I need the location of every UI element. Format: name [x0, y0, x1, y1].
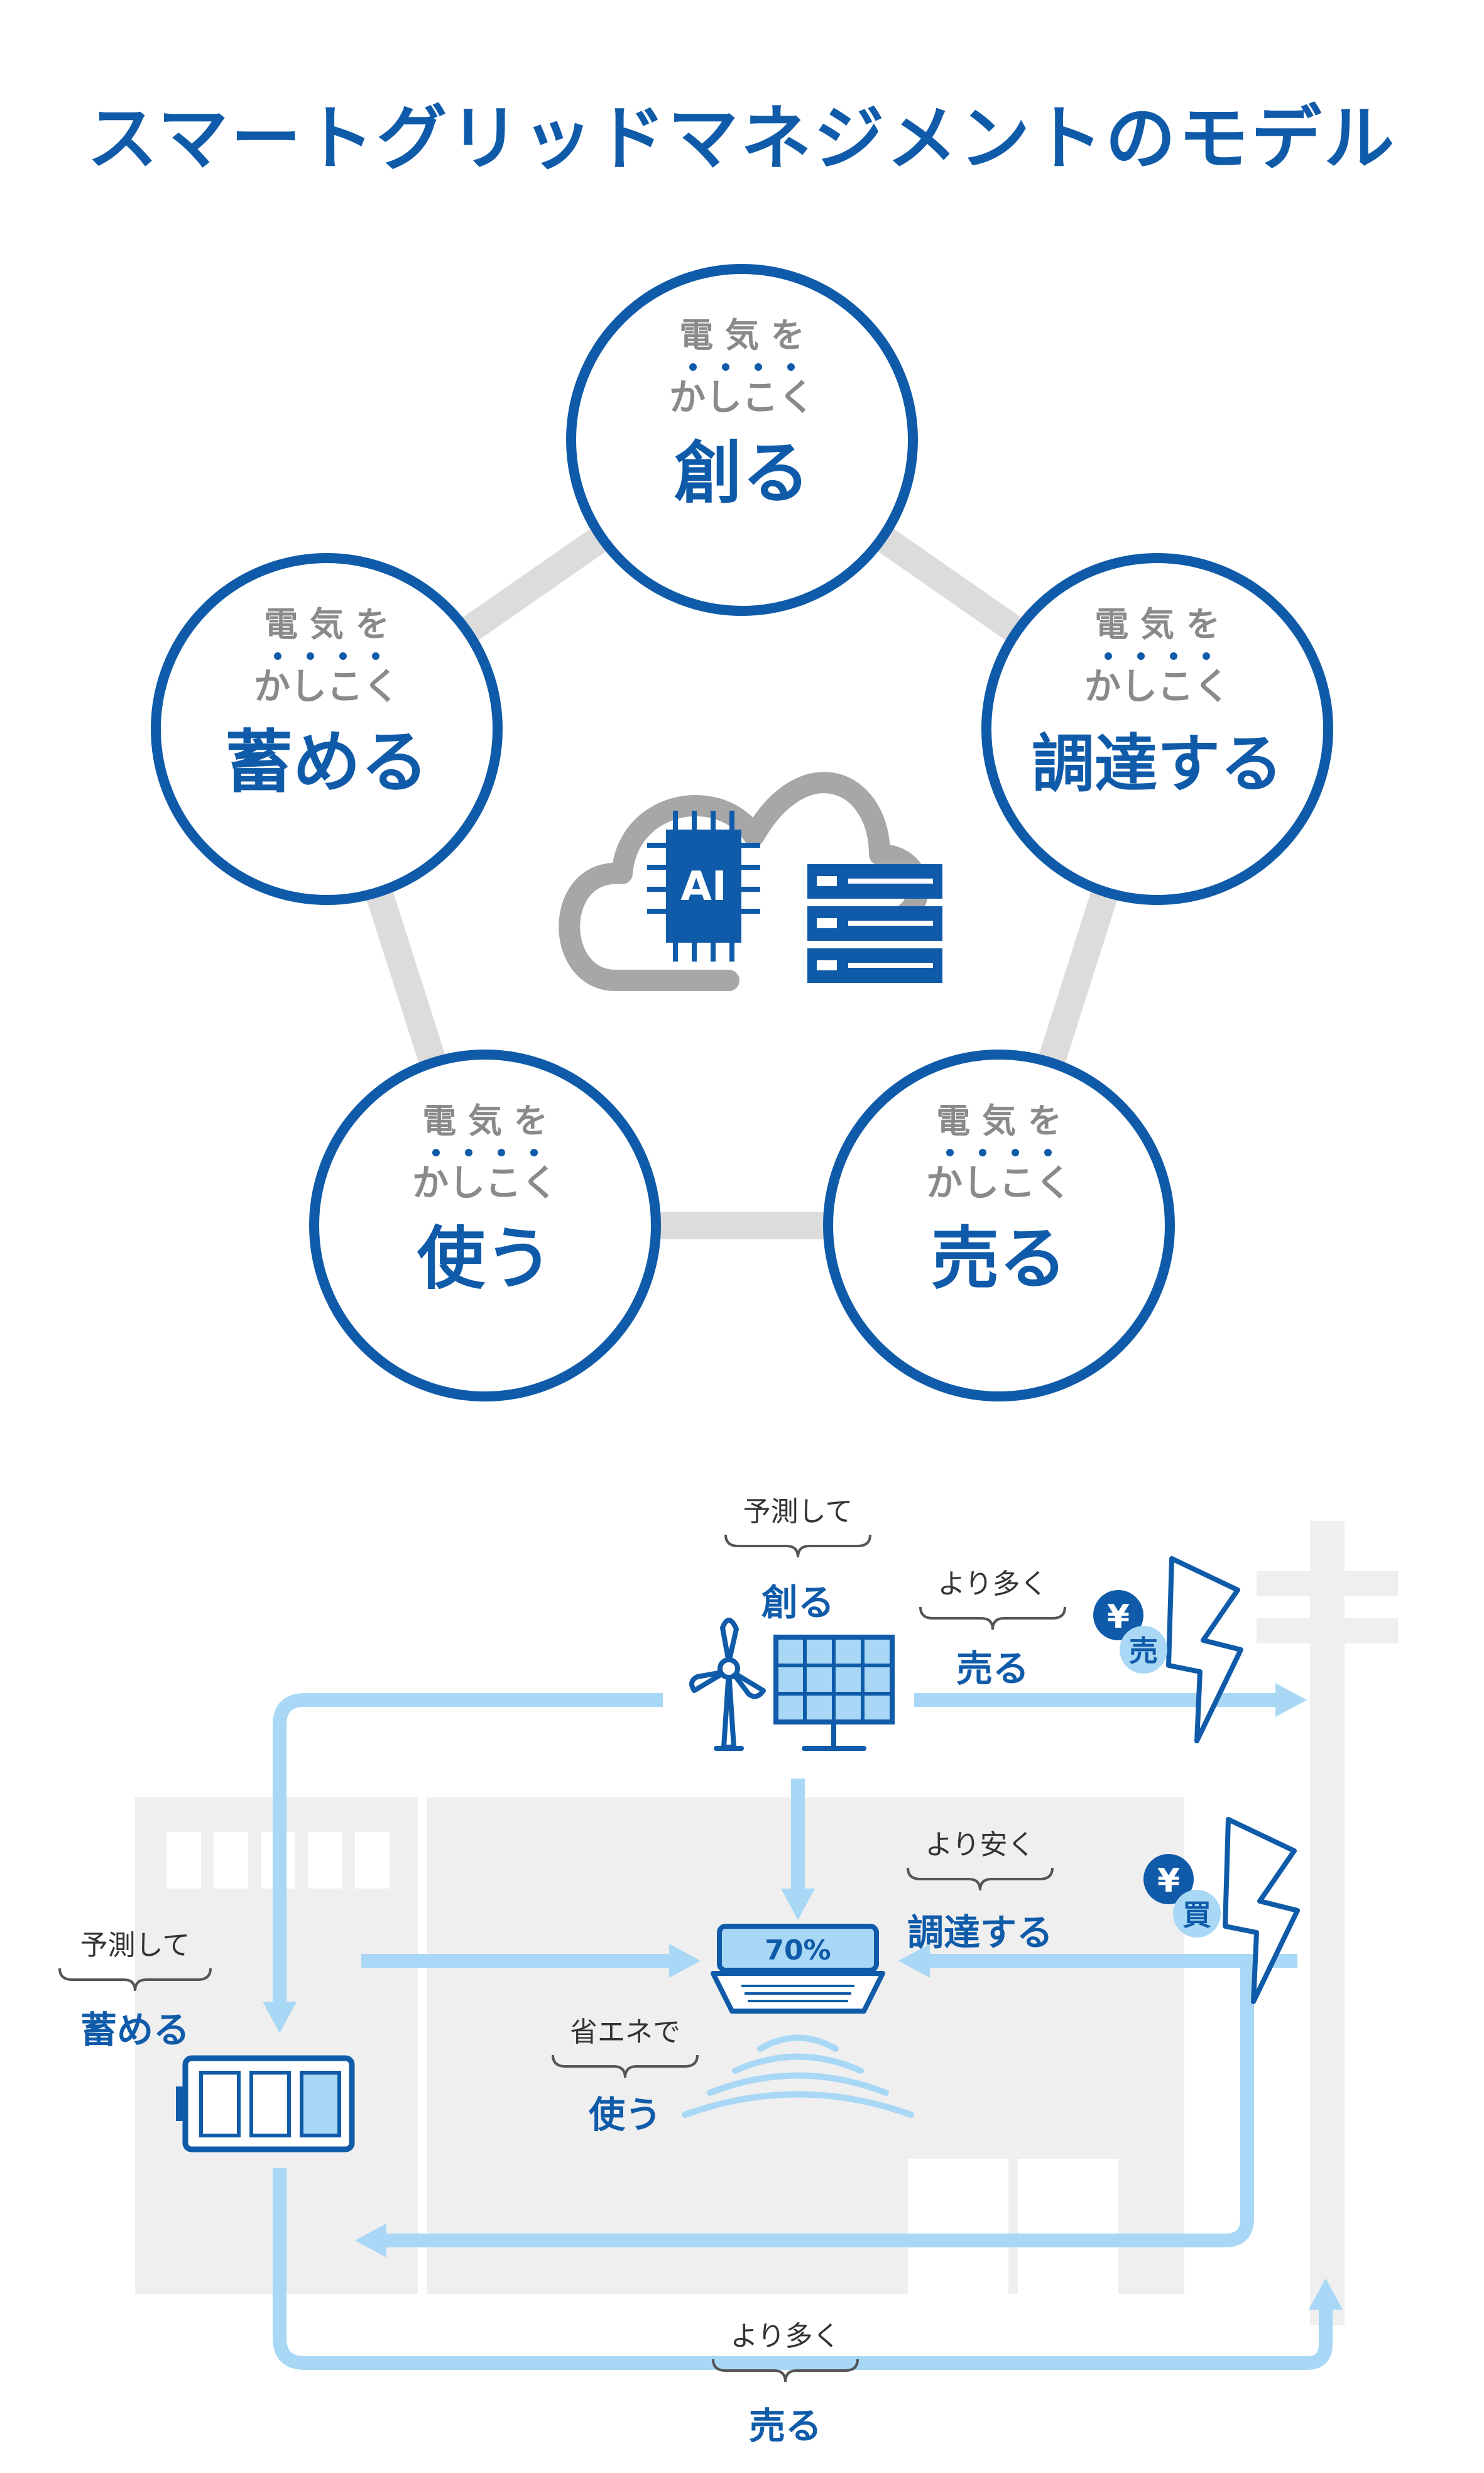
note-text: 予測して	[743, 1496, 853, 1528]
action-label: 使う	[589, 2093, 662, 2136]
server-icon	[807, 864, 942, 983]
emphasis-dot	[787, 363, 795, 371]
action-label: 蓄める	[80, 2009, 190, 2051]
circle-main-label: 調達する	[1032, 727, 1283, 801]
note-text: 省エネで	[570, 2016, 680, 2048]
sell-badge-label: 売	[1129, 1634, 1158, 1668]
circle-line1: 電 気 を	[1094, 605, 1220, 644]
brace-mark	[919, 1606, 1066, 1630]
brace-mark	[58, 1968, 212, 1992]
circle-line1: 電 気 を	[679, 315, 805, 355]
emphasis-dot	[1137, 652, 1145, 660]
emphasis-dot	[1203, 652, 1210, 660]
emphasis-dot	[465, 1149, 472, 1156]
action-label: 売る	[956, 1647, 1029, 1690]
brace-mark	[724, 1534, 871, 1558]
lightning-bolt-icon-top	[1166, 1556, 1243, 1743]
note-text: より安く	[925, 1829, 1035, 1861]
circle-line2: かしこく	[1084, 665, 1230, 708]
circle-line1: 電 気 を	[264, 605, 390, 644]
yen-symbol: ¥	[1107, 1598, 1130, 1636]
emphasis-dot	[755, 363, 762, 371]
brace-mark	[552, 2054, 699, 2078]
ai-chip-label: AI	[680, 864, 726, 910]
page-title: スマートグリッドマネジメントのモデル	[87, 98, 1397, 180]
circle-line2: かしこく	[254, 665, 400, 708]
circle-line2: かしこく	[926, 1161, 1072, 1204]
emphasis-dot	[689, 363, 697, 371]
circle-line2: かしこく	[669, 376, 815, 419]
battery-icon	[176, 2055, 355, 2152]
airflow-waves-icon	[682, 2034, 914, 2118]
emphasis-dot	[339, 652, 347, 660]
yen-coin-icon-sell: ¥ 売	[1093, 1590, 1167, 1674]
solar-panel-icon	[773, 1635, 895, 1751]
circle-main-label: 創る	[674, 434, 810, 513]
note-text: 予測して	[80, 1929, 190, 1961]
yen-symbol: ¥	[1157, 1862, 1180, 1900]
emphasis-dot	[274, 652, 281, 660]
ai-chip-icon: AI	[647, 811, 760, 962]
emphasis-dot	[307, 652, 314, 660]
circle-line2: かしこく	[412, 1161, 558, 1204]
energy-flow-lines	[273, 1693, 1333, 2370]
emphasis-dot	[1170, 652, 1177, 660]
brace-mark	[907, 1867, 1054, 1891]
factory-background	[135, 1797, 1184, 2294]
emphasis-dot	[530, 1149, 538, 1156]
air-conditioner-icon: 70%	[711, 1924, 885, 2014]
note-text: より多く	[730, 2320, 840, 2352]
note-text: より多く	[937, 1568, 1047, 1600]
emphasis-dot	[498, 1149, 505, 1156]
ac-display-value: 70%	[765, 1934, 831, 1966]
brace-mark	[712, 2359, 859, 2383]
emphasis-dot	[372, 652, 379, 660]
action-label: 調達する	[907, 1911, 1053, 1954]
emphasis-dot	[979, 1149, 986, 1156]
emphasis-dot	[722, 363, 729, 371]
circle-main-label: 売る	[931, 1220, 1067, 1298]
circle-line1: 電 気 を	[422, 1101, 548, 1141]
buy-badge-label: 買	[1182, 1898, 1211, 1932]
action-label: 創る	[761, 1581, 834, 1624]
emphasis-dot	[946, 1149, 954, 1156]
circle-main-label: 使う	[417, 1220, 553, 1298]
utility-pole	[1257, 1521, 1398, 2325]
wind-turbine-icon	[689, 1618, 766, 1751]
emphasis-dot	[1012, 1149, 1019, 1156]
flow-arrowheads	[263, 1683, 1343, 2310]
ai-cloud-icon	[559, 772, 929, 991]
circle-main-label: 蓄める	[225, 723, 428, 802]
yen-coin-icon-buy: ¥ 買	[1143, 1854, 1221, 1938]
lightning-bolt-icon-bottom	[1223, 1817, 1300, 2004]
circle-line1: 電 気 を	[936, 1101, 1062, 1141]
emphasis-dot	[1044, 1149, 1052, 1156]
emphasis-dot	[1105, 652, 1112, 660]
emphasis-dot	[432, 1149, 440, 1156]
action-label: 売る	[749, 2404, 822, 2447]
